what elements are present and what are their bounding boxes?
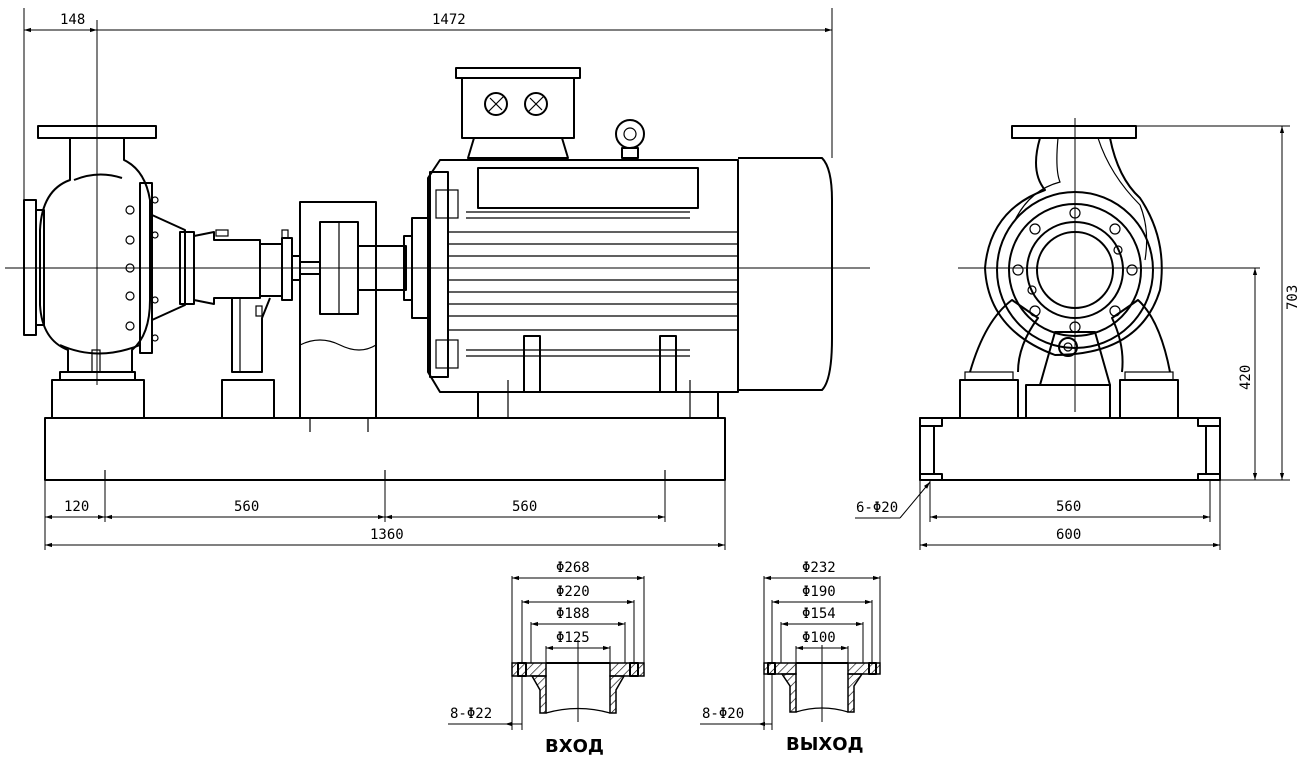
side-flange-bore: [1036, 231, 1114, 309]
side-base-frame: [919, 417, 1221, 481]
lifting-eye: [615, 119, 645, 159]
dim-side-height: 703: [1285, 285, 1301, 310]
terminal-glands: [484, 92, 548, 116]
dim-base-span-1: 560: [234, 499, 259, 515]
side-volute: [984, 137, 1163, 356]
dim-side-axis-height: 420: [1238, 365, 1254, 390]
outlet-flange-detail: [700, 575, 881, 730]
dim-side-base-span: 560: [1056, 499, 1081, 515]
dim-side-base-width: 600: [1056, 527, 1081, 543]
outlet-caption: ВЫХОД: [786, 734, 864, 755]
casing-bolts: [125, 196, 159, 342]
outlet-d4: Φ100: [802, 630, 836, 646]
outlet-d3: Φ154: [802, 606, 836, 622]
side-dimensions: [855, 125, 1290, 550]
front-view: 148 1472 120 560 560 1360: [5, 8, 870, 550]
dim-overall-length: 1472: [432, 12, 466, 28]
inlet-caption: ВХОД: [545, 736, 604, 757]
outlet-holes: 8-Φ20: [702, 706, 744, 722]
outlet-d1: Φ232: [802, 560, 836, 576]
inlet-d2: Φ220: [556, 584, 590, 600]
outlet-d2: Φ190: [802, 584, 836, 600]
side-view: 703 420 6-Φ20 560 600: [855, 118, 1301, 550]
front-dimensions: [23, 8, 833, 550]
dim-side-bolt-holes: 6-Φ20: [856, 500, 898, 516]
side-flange-outer: [996, 191, 1154, 349]
inlet-d3: Φ188: [556, 606, 590, 622]
inlet-d4: Φ125: [556, 630, 590, 646]
dim-base-left: 120: [64, 499, 89, 515]
side-flange-bolts: [1012, 207, 1138, 333]
base-frame: [44, 379, 726, 481]
dim-base-length: 1360: [370, 527, 404, 543]
bearing-housing: [151, 214, 320, 373]
cooling-fins: [448, 231, 738, 331]
inlet-flange-detail: [448, 575, 645, 730]
coupling-guard: [299, 201, 413, 419]
dim-base-span-2: 560: [512, 499, 537, 515]
electric-motor: [411, 67, 833, 418]
pump-casing: [23, 125, 159, 381]
inlet-holes: 8-Φ22: [450, 706, 492, 722]
inlet-d1: Φ268: [556, 560, 590, 576]
dim-front-offset: 148: [60, 12, 85, 28]
